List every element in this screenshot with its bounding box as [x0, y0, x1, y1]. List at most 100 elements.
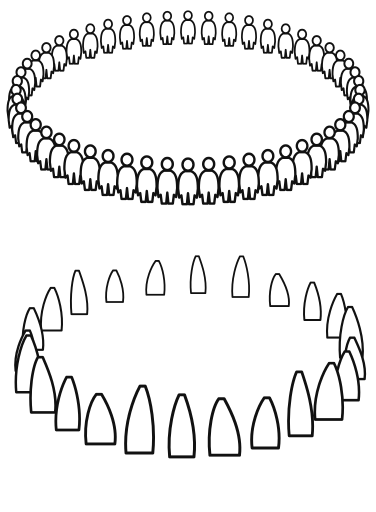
person-head: [311, 134, 321, 146]
person-figure: [178, 159, 198, 205]
person-figure: [137, 156, 157, 201]
standing-stone: [232, 256, 249, 297]
standing-stone: [191, 256, 206, 293]
person-body: [261, 29, 275, 53]
person-head: [23, 59, 32, 69]
person-head: [335, 119, 345, 130]
person-figure: [239, 154, 259, 199]
person-head: [297, 140, 308, 152]
person-head: [141, 156, 152, 168]
standing-stone: [169, 395, 194, 457]
person-body: [276, 158, 295, 190]
person-head: [104, 20, 112, 29]
standing-stone: [270, 274, 289, 306]
person-body: [242, 25, 256, 49]
person-figure: [81, 145, 100, 189]
person-body: [258, 163, 277, 195]
person-body: [178, 171, 198, 204]
person-body: [160, 21, 174, 44]
person-figure: [140, 13, 154, 46]
person-head: [123, 16, 131, 25]
person-body: [101, 29, 115, 53]
person-body: [239, 166, 259, 199]
standing-stone: [315, 363, 343, 419]
person-body: [137, 169, 157, 202]
person-head: [245, 16, 253, 25]
standing-stone: [289, 372, 313, 436]
person-head: [122, 154, 133, 166]
person-head: [324, 127, 334, 138]
person-figure: [276, 145, 295, 189]
person-figure: [222, 13, 236, 46]
person-head: [244, 154, 255, 166]
person-body: [222, 22, 236, 46]
person-body: [278, 34, 293, 58]
person-head: [262, 150, 273, 162]
person-body: [98, 163, 117, 195]
person-figure: [160, 12, 174, 44]
person-head: [344, 59, 353, 69]
person-figure: [295, 30, 310, 64]
person-head: [86, 24, 94, 33]
person-head: [41, 127, 51, 138]
person-head: [282, 24, 290, 33]
person-head: [224, 156, 235, 168]
person-head: [336, 51, 345, 61]
person-figure: [157, 158, 177, 204]
standing-stone: [146, 261, 164, 295]
person-head: [31, 119, 41, 130]
person-body: [140, 22, 154, 46]
standing-stone: [209, 399, 240, 455]
person-figure: [120, 16, 134, 49]
person-body: [67, 39, 82, 64]
person-body: [157, 171, 177, 204]
person-body: [120, 25, 134, 49]
person-head: [31, 51, 40, 61]
person-head: [55, 36, 63, 45]
person-head: [264, 20, 272, 29]
person-body: [199, 171, 219, 204]
person-figure: [181, 11, 195, 43]
standing-stone: [41, 288, 62, 331]
person-figure: [242, 16, 256, 49]
standing-stone: [86, 394, 116, 444]
person-head: [69, 140, 80, 152]
person-head: [143, 13, 151, 22]
person-head: [22, 111, 32, 122]
person-head: [298, 30, 306, 39]
person-head: [203, 158, 214, 170]
person-head: [280, 145, 291, 157]
person-head: [85, 145, 96, 157]
standing-stone: [304, 283, 321, 320]
person-figure: [261, 20, 275, 53]
person-body: [81, 158, 100, 190]
person-head: [313, 36, 321, 45]
person-figure: [202, 12, 216, 44]
person-head: [225, 13, 233, 22]
person-body: [83, 34, 98, 58]
person-figure: [219, 156, 239, 201]
standing-stone: [106, 270, 123, 302]
standing-stone: [126, 386, 154, 453]
person-figure: [117, 154, 137, 199]
ring-of-standing-stones: [15, 256, 365, 457]
person-body: [117, 166, 137, 199]
person-figure: [101, 20, 115, 53]
ring-of-people: [8, 11, 369, 204]
person-figure: [199, 158, 219, 204]
person-head: [54, 134, 64, 146]
standing-stone: [56, 377, 80, 430]
person-body: [202, 21, 216, 44]
standing-stone: [31, 357, 56, 412]
person-figure: [83, 24, 98, 58]
person-body: [219, 169, 239, 202]
person-head: [184, 11, 192, 20]
person-head: [70, 30, 78, 39]
person-head: [205, 12, 213, 21]
standing-stone: [252, 398, 279, 448]
standing-stone: [71, 271, 87, 315]
person-head: [183, 159, 194, 171]
person-head: [103, 150, 114, 162]
